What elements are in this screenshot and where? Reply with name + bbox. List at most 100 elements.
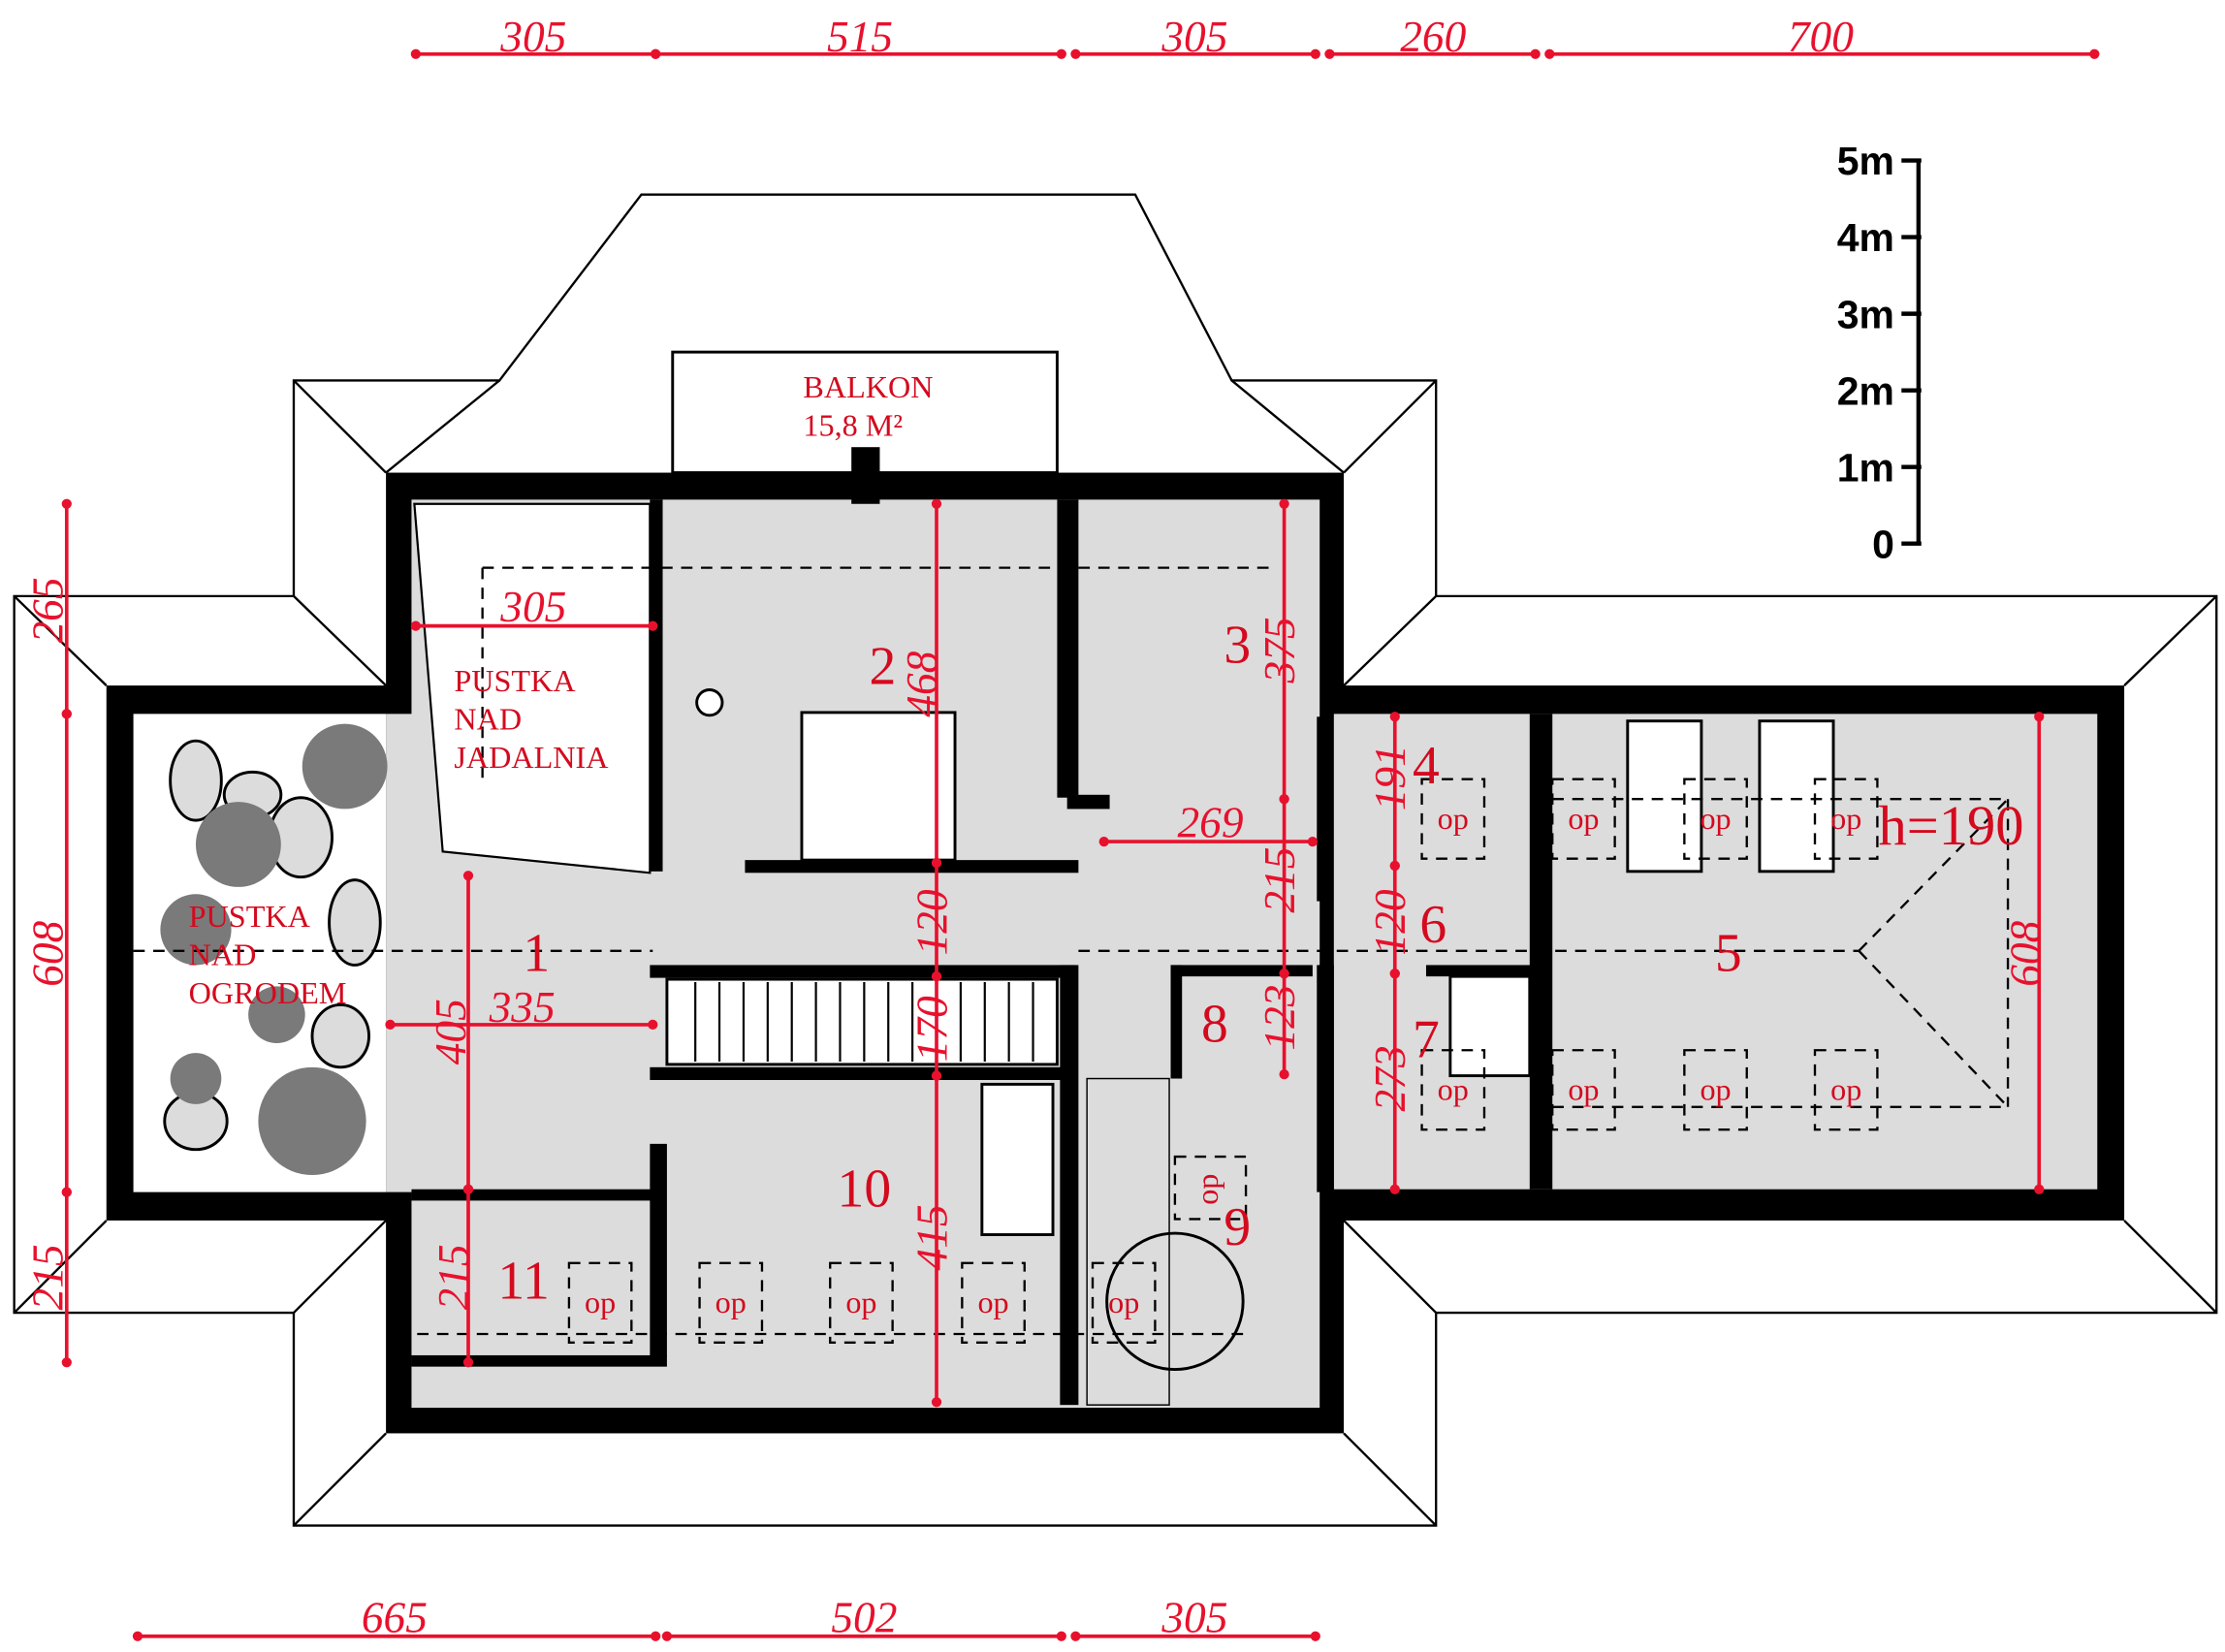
dimension-label: 123 bbox=[1256, 985, 1304, 1051]
dimension-lines bbox=[61, 48, 2100, 1641]
skylight: op bbox=[1420, 778, 1486, 860]
void-garden-label: OGRODEM bbox=[189, 975, 347, 1010]
skylight-label: op bbox=[585, 1285, 616, 1319]
skylight: op bbox=[1551, 778, 1616, 860]
dimension-end bbox=[931, 1070, 942, 1081]
bottom-dimension: 665 bbox=[362, 1593, 428, 1641]
void-garden-label: NAD bbox=[189, 937, 257, 971]
furniture bbox=[695, 688, 1835, 1236]
room-number: 4 bbox=[1413, 736, 1440, 796]
skylight-label: op bbox=[1830, 1071, 1861, 1106]
dimension-end bbox=[1098, 836, 1109, 847]
skylight-label: op bbox=[1108, 1285, 1139, 1319]
single-bed bbox=[1626, 719, 1703, 874]
skylight-label: op bbox=[1700, 1071, 1731, 1106]
room-number: 5 bbox=[1715, 923, 1742, 983]
skylight: op bbox=[1551, 1049, 1616, 1131]
double-bed bbox=[800, 711, 957, 862]
roof-outline bbox=[13, 193, 2218, 1527]
dimension-label: 120 bbox=[1366, 889, 1414, 955]
room-number: 1 bbox=[523, 923, 550, 983]
dimension-end bbox=[410, 620, 421, 631]
room-number: 9 bbox=[1224, 1197, 1251, 1257]
dimension-end bbox=[931, 498, 942, 509]
dimension-end bbox=[1307, 836, 1318, 847]
dimension-label: 608 bbox=[2002, 920, 2050, 986]
dimension-end bbox=[2034, 712, 2045, 722]
dimension-end bbox=[2034, 1184, 2045, 1194]
tree bbox=[170, 1053, 222, 1104]
dimension-label: 215 bbox=[1256, 847, 1304, 913]
dimension-label: 215 bbox=[429, 1244, 478, 1310]
room-number: 2 bbox=[869, 637, 896, 697]
dimension-label: 273 bbox=[1366, 1046, 1414, 1112]
balcony-area: 15,8 M² bbox=[803, 407, 903, 442]
chair bbox=[695, 688, 724, 717]
void-dining-label: JADALNIA bbox=[454, 740, 609, 775]
scale-label: 3m bbox=[1837, 292, 1894, 336]
skylight-label: op bbox=[1700, 801, 1731, 836]
tree bbox=[302, 723, 388, 810]
skylight-label: op bbox=[715, 1285, 747, 1319]
room-number: 3 bbox=[1224, 616, 1251, 676]
left-dimension: 215 bbox=[23, 1244, 72, 1310]
dimension-end bbox=[651, 48, 661, 59]
garden-stones bbox=[160, 723, 388, 1176]
dimension-end bbox=[1324, 48, 1335, 59]
dimension-end bbox=[1279, 794, 1289, 805]
top-dimension: 305 bbox=[499, 13, 566, 61]
skylight-label: op bbox=[977, 1285, 1008, 1319]
skylights: op op op op op op op op op op op op op op bbox=[567, 778, 1879, 1344]
skylight: op bbox=[1813, 1049, 1879, 1131]
top-dimension: 515 bbox=[827, 13, 893, 61]
dimension-end bbox=[1070, 48, 1081, 59]
dimension-end bbox=[648, 1019, 658, 1031]
dimension-end bbox=[462, 871, 474, 881]
ceiling-height-label: h=190 bbox=[1878, 794, 2023, 857]
skylight: op bbox=[1683, 1049, 1748, 1131]
scale-label: 1m bbox=[1837, 445, 1894, 490]
shower bbox=[1448, 974, 1532, 1078]
skylight: op bbox=[567, 1261, 633, 1344]
bottom-dimension: 305 bbox=[1160, 1593, 1227, 1641]
dimension-end bbox=[1056, 1631, 1066, 1641]
bottom-dimension: 502 bbox=[831, 1593, 897, 1641]
dimension-end bbox=[132, 1631, 143, 1641]
dimension-end bbox=[385, 1019, 396, 1031]
room-number: 10 bbox=[838, 1159, 892, 1219]
skylight-label: op bbox=[1190, 1174, 1224, 1205]
room-number: 11 bbox=[497, 1251, 550, 1311]
dimension-end bbox=[1530, 48, 1541, 59]
skylight-label: op bbox=[1438, 801, 1469, 836]
dimension-end bbox=[462, 1357, 474, 1368]
staircase bbox=[665, 977, 1059, 1066]
top-dimension: 700 bbox=[1788, 13, 1854, 61]
balcony-title: BALKON bbox=[803, 369, 933, 404]
dimension-label: 468 bbox=[898, 651, 946, 716]
tree bbox=[258, 1066, 366, 1176]
tree bbox=[160, 894, 232, 966]
scale-bar: 5m 4m 3m 2m 1m 0 bbox=[1837, 139, 1922, 566]
skylight: op bbox=[1683, 778, 1748, 860]
dimension-end bbox=[1389, 1184, 1400, 1194]
skylight: op bbox=[829, 1261, 894, 1344]
single-bed bbox=[1758, 719, 1835, 874]
dimension-end bbox=[2089, 48, 2100, 59]
top-dimension: 305 bbox=[1160, 13, 1227, 61]
room-number: 6 bbox=[1419, 895, 1446, 955]
dimension-label: 120 bbox=[907, 889, 956, 955]
skylight-label: op bbox=[845, 1285, 876, 1319]
room-number: 7 bbox=[1413, 1010, 1440, 1070]
dimension-label: 375 bbox=[1256, 617, 1304, 683]
dimension-end bbox=[462, 1184, 474, 1194]
skylight: op bbox=[1813, 778, 1879, 860]
void-dining-label: PUSTKA bbox=[454, 663, 576, 698]
dimension-end bbox=[1310, 48, 1320, 59]
skylight-label: op bbox=[1438, 1071, 1469, 1106]
top-dimension: 260 bbox=[1400, 13, 1466, 61]
scale-label: 0 bbox=[1872, 522, 1894, 566]
dimension-end bbox=[1279, 969, 1289, 979]
dimension-end bbox=[1389, 712, 1400, 722]
dimension-end bbox=[1389, 969, 1400, 979]
skylight: op bbox=[1173, 1155, 1248, 1221]
